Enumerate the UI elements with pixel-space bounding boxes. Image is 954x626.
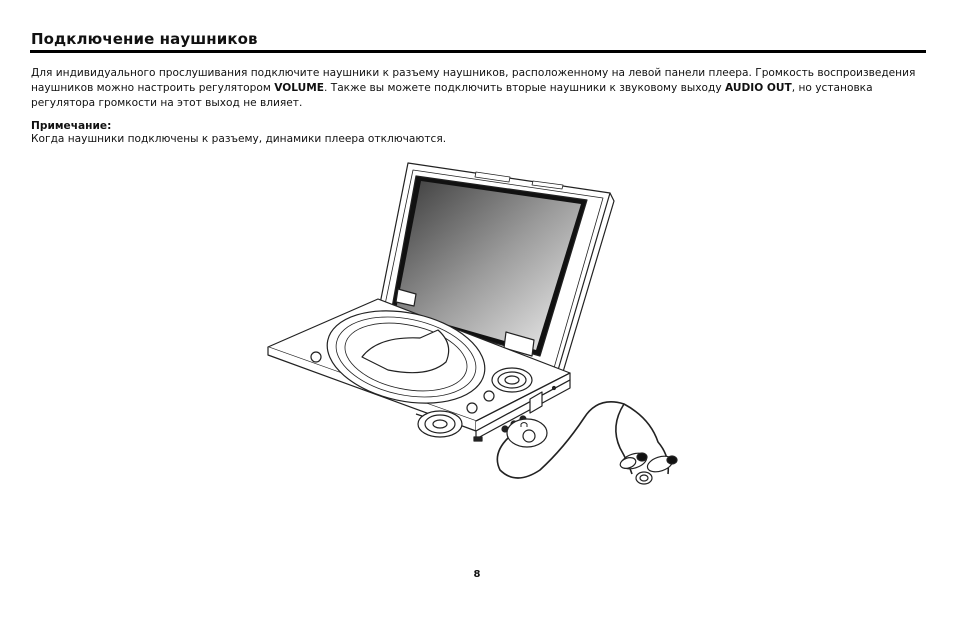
volume-label: VOLUME — [274, 82, 324, 94]
audio-out-label: AUDIO OUT — [725, 82, 792, 94]
earphones-icon — [619, 452, 678, 485]
earphone-cable — [496, 401, 670, 479]
dvd-player-illustration — [267, 162, 678, 485]
page-number: 8 — [473, 569, 481, 580]
page-title: Подключение наушников — [31, 30, 258, 48]
headphone-jack-callout — [506, 418, 548, 448]
dpad-top-right — [491, 367, 533, 393]
paragraph-text-1: Для индивидуального прослушивания подклю… — [31, 67, 916, 94]
dpad-bottom-left — [417, 410, 463, 438]
button-small-1 — [466, 402, 478, 414]
power-led — [310, 351, 322, 363]
note-heading: Примечание: — [31, 120, 112, 132]
title-underline — [30, 50, 926, 53]
hinge-left — [395, 288, 417, 307]
paragraph-text-3: , но установка регулятора громкости на э… — [31, 82, 873, 109]
note-text: Когда наушники подключены к разъему, дин… — [31, 133, 447, 145]
lid — [375, 162, 615, 383]
base — [267, 298, 571, 438]
instruction-paragraph: Для индивидуального прослушивания подклю… — [31, 66, 925, 111]
button-small-2 — [483, 390, 495, 402]
paragraph-text-2: . Также вы можете подключить вторые науш… — [323, 82, 726, 94]
side-panel — [473, 379, 571, 442]
